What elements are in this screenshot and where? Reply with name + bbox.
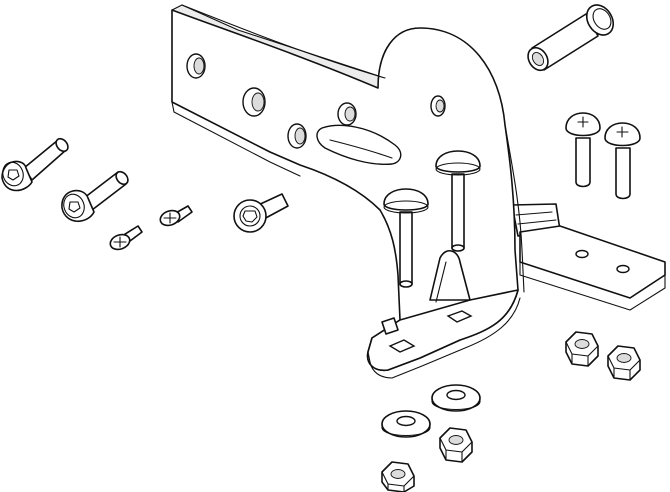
hex-nut [565, 331, 599, 367]
phillips-screw [159, 205, 193, 227]
mounting-strap [511, 203, 666, 311]
button-head-bolt [604, 122, 641, 200]
phillips-screw [109, 225, 143, 251]
countersunk-bolt [61, 170, 129, 223]
carriage-bolt [383, 188, 429, 288]
hex-nut [439, 427, 473, 463]
button-head-bolt [565, 112, 601, 188]
button-head-bolt [233, 193, 289, 233]
carriage-bolt [435, 150, 481, 252]
hex-nut [607, 345, 641, 381]
flat-washer [431, 384, 481, 412]
bushing-sleeve [527, 4, 615, 72]
main-bracket [171, 4, 525, 379]
flat-washer [381, 410, 431, 438]
hex-nut [381, 461, 415, 492]
countersunk-bolt [1, 137, 69, 192]
